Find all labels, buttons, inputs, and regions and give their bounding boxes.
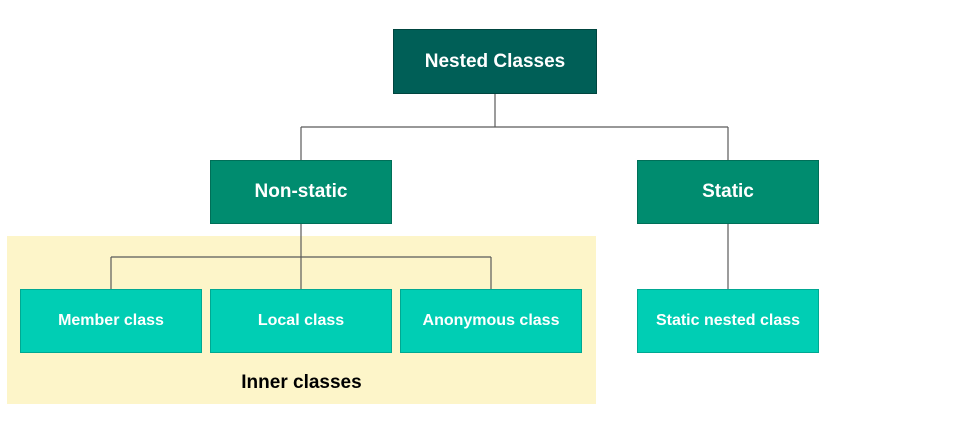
node-label: Local class [257, 312, 345, 329]
inner-classes-label: Inner classes [241, 372, 362, 393]
node-anonymous-class: Anonymous class [400, 289, 582, 353]
node-static: Static [637, 160, 819, 224]
node-static-nested-class: Static nested class [637, 289, 819, 353]
node-label: Nested Classes [424, 50, 566, 72]
node-member-class: Member class [20, 289, 202, 353]
node-label: Static nested class [655, 312, 801, 329]
node-local-class: Local class [210, 289, 392, 353]
node-label: Member class [58, 312, 164, 329]
node-non-static: Non-static [210, 160, 392, 224]
node-label: Static [702, 181, 754, 202]
node-nested-classes: Nested Classes [393, 29, 597, 94]
node-label: Anonymous class [422, 312, 560, 329]
node-label: Non-static [254, 181, 348, 202]
